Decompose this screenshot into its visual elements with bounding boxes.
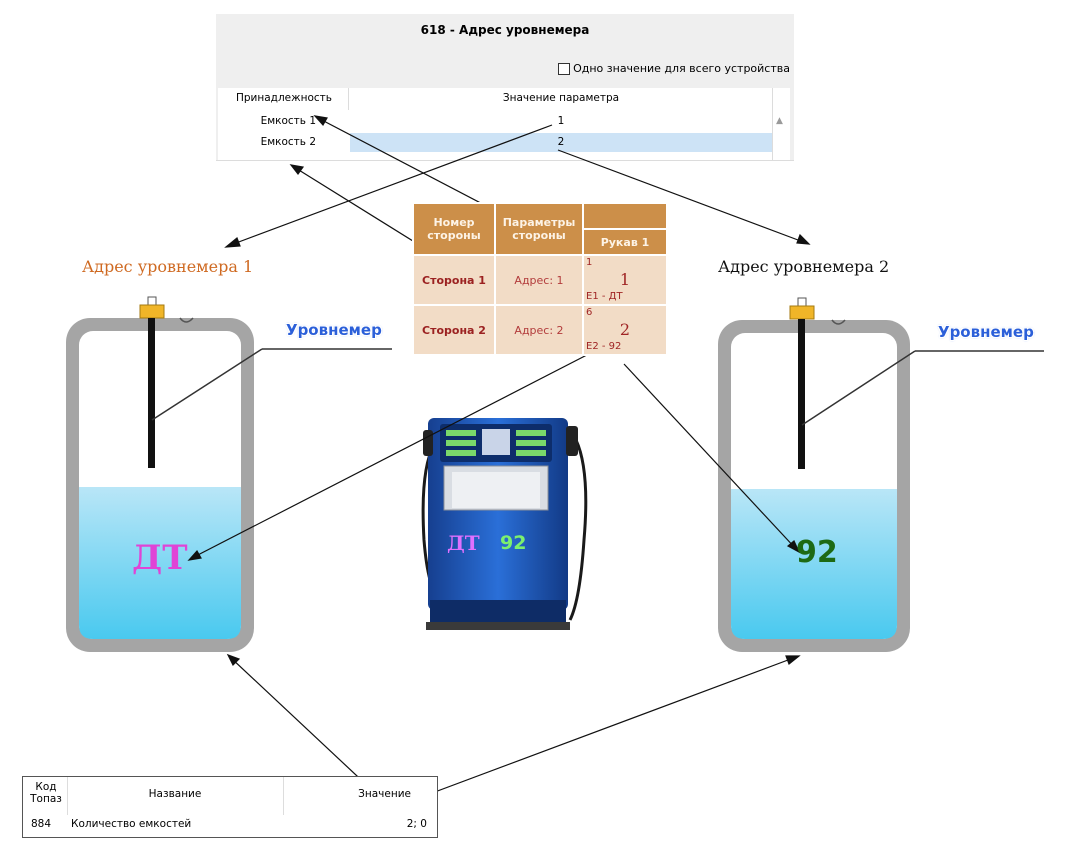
column-divider (348, 88, 349, 110)
hose-number: 6 (586, 307, 593, 318)
header-side-number: Номер стороны (412, 202, 496, 256)
hose-number: 1 (586, 257, 593, 268)
row-value[interactable]: 2; 0 (406, 818, 427, 830)
side-1-name: Сторона 1 (412, 254, 496, 306)
tank-left (66, 317, 254, 652)
gauge-right (789, 297, 1044, 469)
settings-table: Код Топаз Название Значение 884 Количест… (22, 776, 438, 838)
tank-right (718, 319, 910, 652)
gauge-right-label: Уровнемер (938, 323, 1034, 341)
parameter-panel: 618 - Адрес уровнемера Одно значение для… (216, 14, 794, 161)
header-hose-1: Рукав 1 (582, 228, 668, 256)
fuel-pump-illustration (421, 418, 588, 630)
table-row[interactable]: 884 Количество емкостей 2; 0 (23, 815, 435, 835)
single-value-checkbox[interactable] (558, 62, 571, 75)
gauge-address-1-label: Адрес уровнемера 1 (82, 257, 254, 276)
gauge-left-label: Уровнемер (286, 321, 382, 339)
header-value: Значение (358, 788, 411, 800)
sides-table: Номер стороны Параметры стороны Рукав 1 … (412, 202, 668, 356)
parameter-table: Принадлежность Значение параметра ▲ Емко… (218, 88, 790, 160)
pump-fuel-2: 92 (500, 532, 527, 554)
header-name: Название (148, 788, 202, 800)
side-1-hose[interactable]: 1 1 E1 - ДТ (582, 254, 668, 306)
single-value-label: Одно значение для всего устройства (573, 62, 790, 75)
row-owner: Емкость 1 (260, 115, 316, 127)
single-value-option[interactable]: Одно значение для всего устройства (558, 62, 790, 75)
row-name: Количество емкостей (71, 818, 192, 830)
side-2-address: Адрес: 2 (494, 304, 584, 356)
column-header-owner: Принадлежность (236, 92, 332, 104)
side-2-hose[interactable]: 6 2 E2 - 92 (582, 304, 668, 356)
hose-fuel: E2 - 92 (586, 341, 622, 352)
row-code: 884 (31, 818, 52, 830)
gauge-left (139, 296, 392, 468)
parameter-title: 618 - Адрес уровнемера (420, 23, 590, 37)
side-1-address: Адрес: 1 (494, 254, 584, 306)
table-row-selected[interactable]: Емкость 2 2 (218, 133, 772, 152)
row-value[interactable]: 2 (350, 133, 772, 152)
table-row[interactable]: Емкость 1 1 (218, 112, 772, 131)
header-code: Код Топаз (30, 781, 62, 805)
scroll-up-icon[interactable]: ▲ (776, 116, 783, 126)
header-side-params: Параметры стороны (494, 202, 584, 256)
column-header-value: Значение параметра (502, 92, 620, 104)
row-value[interactable]: 1 (557, 115, 565, 127)
side-2-name: Сторона 2 (412, 304, 496, 356)
header-blank (582, 202, 668, 230)
pump-fuel-1: ДТ (447, 531, 480, 555)
scrollbar-divider (772, 88, 773, 160)
tank-right-fuel: 92 (796, 535, 838, 570)
row-owner: Емкость 2 (260, 136, 316, 148)
hose-tank: 1 (619, 270, 631, 289)
hose-fuel: E1 - ДТ (586, 291, 623, 302)
hose-tank: 2 (619, 320, 631, 339)
gauge-address-2-label: Адрес уровнемера 2 (718, 257, 890, 276)
column-divider (283, 777, 284, 815)
tank-left-fuel: ДТ (132, 538, 188, 578)
column-divider (67, 777, 68, 815)
